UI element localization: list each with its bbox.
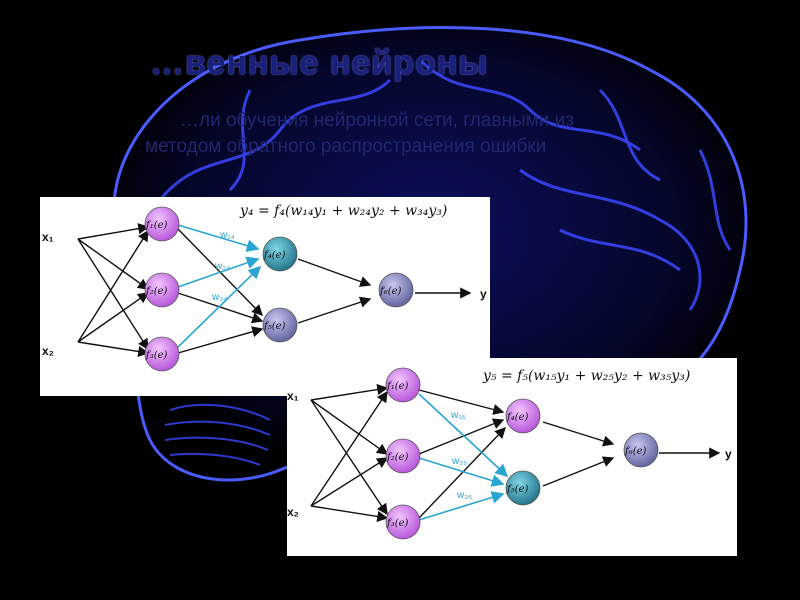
svg-text:f₄(e): f₄(e) bbox=[506, 412, 529, 423]
output-label-y: y bbox=[480, 287, 487, 301]
neuron-f1: f₁(e) bbox=[144, 206, 180, 242]
svg-text:f₁(e): f₁(e) bbox=[386, 381, 409, 392]
neuron-f3: f₃(e) bbox=[144, 336, 180, 372]
neuron-f4: f₄(e) bbox=[505, 398, 541, 434]
svg-text:f₃(e): f₃(e) bbox=[145, 350, 168, 361]
output-label-y: y bbox=[725, 447, 732, 461]
svg-text:f₆(e): f₆(e) bbox=[624, 446, 647, 457]
hidden-edges-to-f4 bbox=[418, 389, 506, 519]
cerebellum bbox=[164, 403, 271, 466]
svg-text:f₂(e): f₂(e) bbox=[386, 452, 409, 463]
neuron-f6: f₆(e) bbox=[378, 272, 414, 308]
weighted-edges-to-f5 bbox=[418, 393, 509, 521]
weight-label-3: w₃₄ bbox=[211, 292, 227, 303]
input-label-x2: x₂ bbox=[287, 505, 299, 519]
input-label-x1: x₁ bbox=[42, 230, 54, 244]
neuron-f2: f₂(e) bbox=[144, 272, 180, 308]
formula-y5: y₅ = f₅(w₁₅y₁ + w₂₅y₂ + w₃₅y₃) bbox=[483, 368, 691, 384]
svg-text:f₅(e): f₅(e) bbox=[263, 321, 286, 332]
output-edges bbox=[297, 258, 472, 324]
neuron-f6: f₆(e) bbox=[623, 432, 659, 468]
neuron-f2: f₂(e) bbox=[385, 438, 421, 474]
svg-text:f₆(e): f₆(e) bbox=[379, 286, 402, 297]
network-diagram-2: y₅ = f₅(w₁₅y₁ + w₂₅y₂ + w₃₅y₃) bbox=[287, 358, 737, 556]
slide-title: …венные нейроны bbox=[150, 44, 489, 82]
weight-label-1: w₁₄ bbox=[219, 230, 235, 241]
input-label-x1: x₁ bbox=[287, 389, 299, 403]
input-edges bbox=[310, 383, 389, 523]
bg-text-line-1: …ли обучения нейронной сети, главными из bbox=[180, 110, 574, 131]
svg-text:f₂(e): f₂(e) bbox=[145, 286, 168, 297]
formula-y4: y₄ = f₄(w₁₄y₁ + w₂₄y₂ + w₃₄y₃) bbox=[240, 203, 448, 219]
neuron-f5: f₅(e) bbox=[262, 307, 298, 343]
svg-text:f₅(e): f₅(e) bbox=[506, 484, 529, 495]
weight-label-3: w₃₅ bbox=[456, 490, 472, 501]
neuron-f5: f₅(e) bbox=[505, 470, 541, 506]
bg-text-line-2: методом обратного распространения ошибки bbox=[145, 136, 547, 157]
neuron-f3: f₃(e) bbox=[385, 504, 421, 540]
input-edges bbox=[77, 223, 150, 358]
weight-label-2: w₂₅ bbox=[451, 456, 467, 467]
weight-label-1: w₁₅ bbox=[450, 410, 466, 421]
weight-label-2: w₂₄ bbox=[214, 261, 230, 272]
output-edges bbox=[542, 421, 721, 487]
svg-text:f₄(e): f₄(e) bbox=[263, 250, 286, 261]
svg-text:f₁(e): f₁(e) bbox=[145, 220, 168, 231]
neuron-f4: f₄(e) bbox=[262, 236, 298, 272]
weighted-edges-to-f4 bbox=[177, 224, 262, 348]
neuron-f1: f₁(e) bbox=[385, 367, 421, 403]
input-label-x2: x₂ bbox=[42, 344, 54, 358]
svg-text:f₃(e): f₃(e) bbox=[386, 518, 409, 529]
